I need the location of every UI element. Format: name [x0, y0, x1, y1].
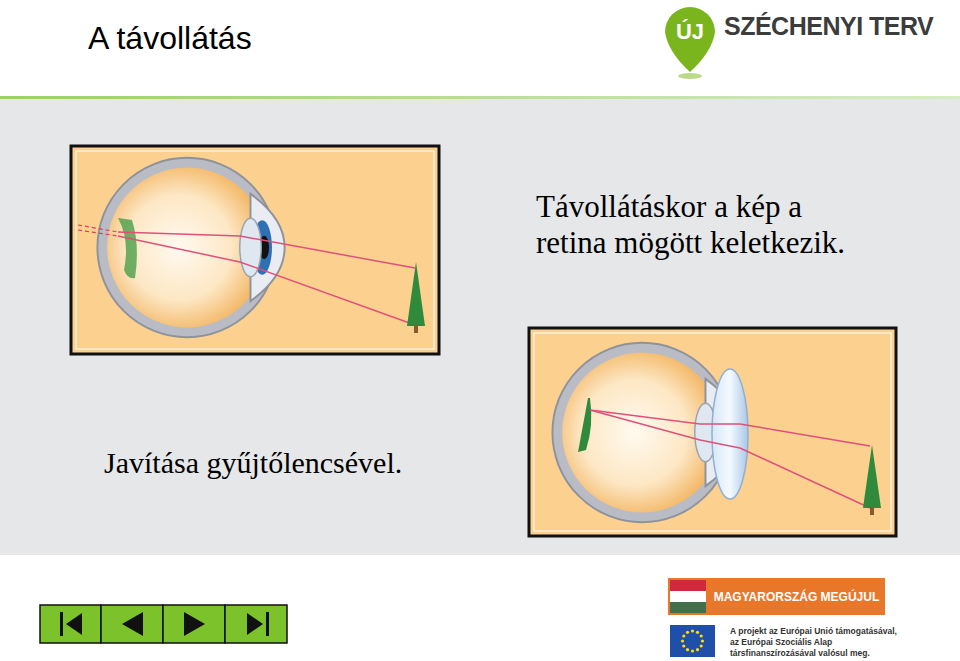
- banner-text: MAGYARORSZÁG MEGÚJUL: [714, 590, 880, 604]
- slide-title: A távollátás: [88, 20, 252, 57]
- funding-note: A projekt az Európai Unió támogatásával,…: [730, 626, 902, 659]
- logo-pin-text: ÚJ: [676, 19, 704, 45]
- body-text: Távollátáskor a kép a retina mögött kele…: [536, 189, 876, 261]
- body-text: Javítása gyűjtőlencsével.: [104, 446, 402, 480]
- logo-text: SZÉCHENYI TERV: [724, 12, 933, 41]
- logo-pin: ÚJ: [665, 7, 715, 57]
- banner: MAGYARORSZÁG MEGÚJUL: [708, 578, 885, 615]
